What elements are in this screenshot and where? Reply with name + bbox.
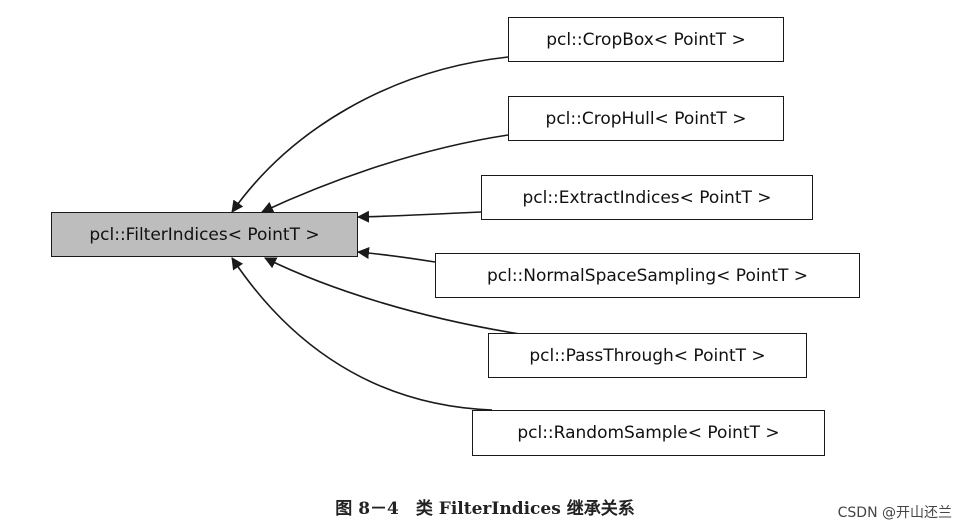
- subclass-node-extractindices: pcl::ExtractIndices< PointT >: [481, 175, 813, 220]
- edge-crophull: [261, 134, 509, 213]
- edge-randomsample: [231, 257, 493, 411]
- source-watermark: CSDN @开山还兰: [837, 505, 952, 521]
- edge-extractindices: [357, 210, 482, 223]
- subclass-node-crophull: pcl::CropHull< PointT >: [508, 96, 784, 141]
- inheritance-edges: [231, 56, 521, 411]
- subclass-node-randomsample: pcl::RandomSample< PointT >: [472, 410, 825, 456]
- figure-caption: 图 8－4 类 FilterIndices 继承关系: [335, 499, 635, 519]
- subclass-node-cropbox: pcl::CropBox< PointT >: [508, 17, 784, 62]
- subclass-node-passthrough: pcl::PassThrough< PointT >: [488, 333, 807, 378]
- subclass-node-normalspacesampling: pcl::NormalSpaceSampling< PointT >: [435, 253, 860, 298]
- edge-cropbox: [231, 56, 509, 213]
- edge-normalspacesampling: [357, 247, 436, 263]
- base-class-node: pcl::FilterIndices< PointT >: [51, 212, 358, 257]
- edge-passthrough: [264, 257, 521, 335]
